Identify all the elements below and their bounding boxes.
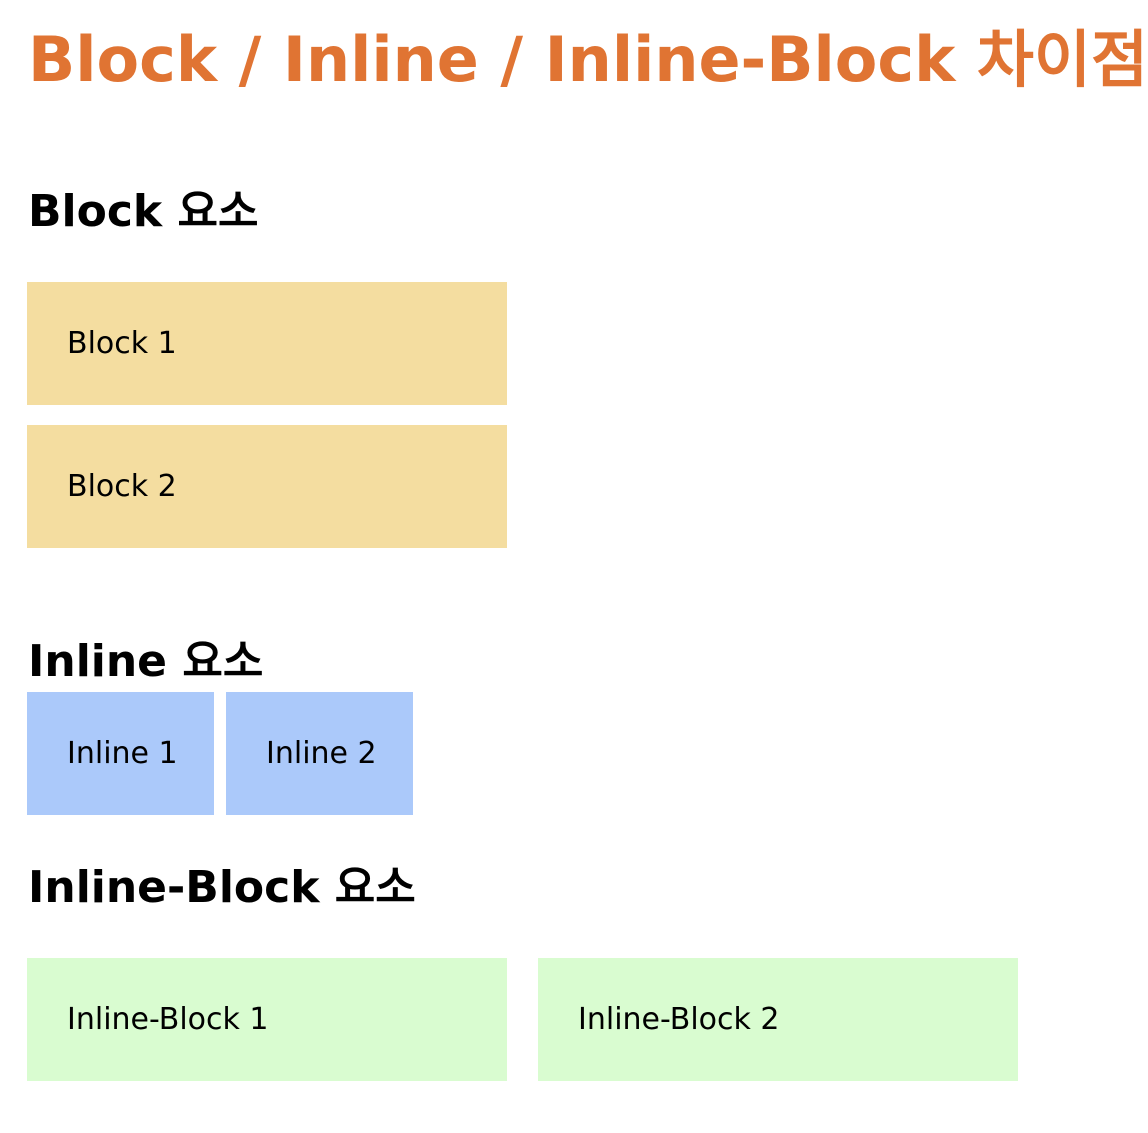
inline-block-element-label: Inline-Block 2 [578, 1001, 780, 1037]
block-section-heading: Block 요소 [28, 186, 259, 237]
inline-element-2: Inline 2 [226, 692, 413, 815]
page-title: Block / Inline / Inline-Block 차이점 [28, 23, 1148, 96]
inline-block-element-2: Inline-Block 2 [538, 958, 1018, 1081]
inline-block-section-heading: Inline-Block 요소 [28, 862, 416, 913]
block-element-2: Block 2 [27, 425, 507, 548]
block-element-label: Block 1 [67, 325, 177, 361]
inline-block-element-1: Inline-Block 1 [27, 958, 507, 1081]
inline-section-heading: Inline 요소 [28, 636, 264, 687]
inline-block-element-label: Inline-Block 1 [67, 1001, 269, 1037]
block-element-label: Block 2 [67, 468, 177, 504]
inline-element-label: Inline 1 [67, 735, 178, 771]
block-element-1: Block 1 [27, 282, 507, 405]
inline-element-label: Inline 2 [266, 735, 377, 771]
inline-element-1: Inline 1 [27, 692, 214, 815]
